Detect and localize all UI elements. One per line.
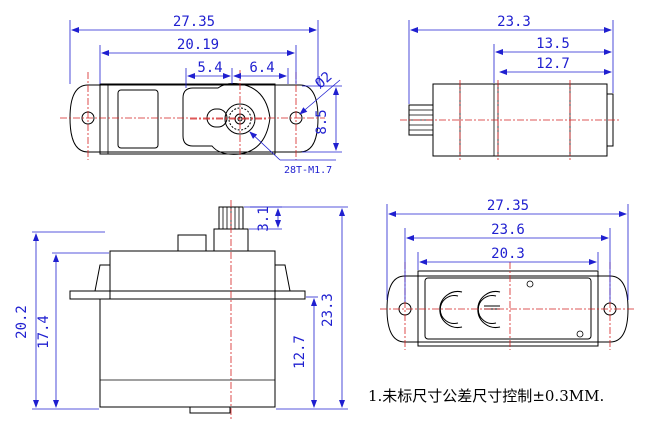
top-hole-dia-label: Ø2 [312,69,335,92]
front-view-flange-right [274,290,306,300]
front-view: 20.2 17.4 3.1 23.3 12.7 [14,200,348,420]
front-lower-height-label: 12.7 [292,335,308,369]
bottom-view: 27.35 23.6 20.3 [380,198,635,350]
front-spline-height-label: 3.1 [256,206,272,231]
side-overall-length-label: 23.3 [497,14,531,30]
front-total-height-label: 23.3 [320,293,336,327]
bottom-mount-spacing-label: 23.6 [491,222,525,238]
front-overall-height-label: 20.2 [14,305,30,339]
top-spline-label: 28T-M1.7 [284,165,332,176]
front-view-lower-body [99,298,276,408]
top-overall-length-label: 27.35 [173,14,215,30]
bottom-body-length-label: 20.3 [491,246,525,262]
front-view-boss [177,234,207,252]
top-view-flange [69,84,319,153]
front-view-flange-left [69,290,111,300]
top-body-height-label: 8.5 [314,109,330,134]
top-mount-spacing-label: 20.19 [177,37,219,53]
side-length-c-label: 12.7 [536,56,570,72]
bottom-view-body [417,270,599,347]
tolerance-note: 1.未标尺寸公差尺寸控制±0.3MM. [368,387,604,405]
side-length-b-label: 13.5 [536,36,570,52]
top-offset-b-label: 6.4 [249,60,274,76]
front-body-height-label: 17.4 [36,315,52,349]
side-view: 23.3 13.5 12.7 [400,14,620,160]
front-view-upper-body [109,250,276,292]
top-view-body [99,83,276,155]
top-view: 27.35 20.19 5.4 6.4 Ø2 8.5 28T-M1.7 [60,14,342,176]
top-offset-a-label: 5.4 [197,60,222,76]
top-view-label-plate [117,89,159,149]
bottom-view-ce-mark [439,291,463,328]
bottom-overall-length-label: 27.35 [487,198,529,214]
